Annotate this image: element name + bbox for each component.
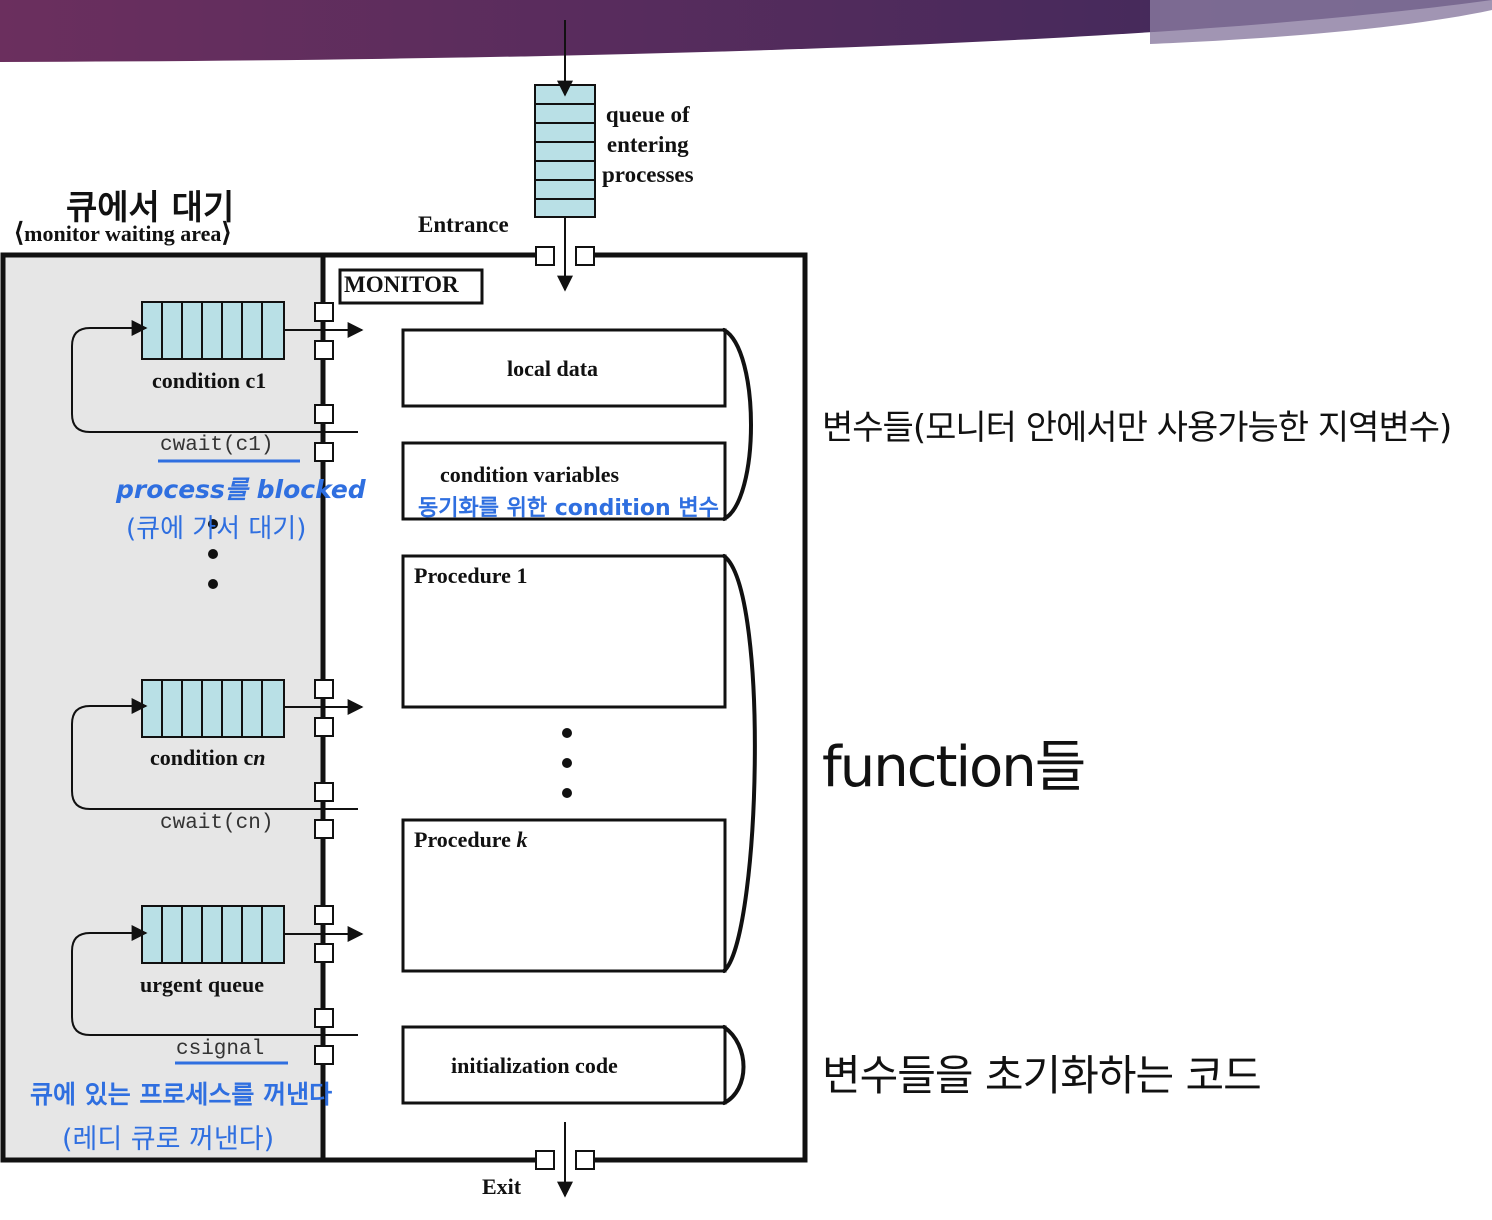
brace-functions (722, 554, 757, 973)
brace-variables (722, 328, 753, 521)
note-functions: function들 (822, 735, 1086, 800)
urgent-queue-icon (141, 905, 285, 964)
procedure-k-box (401, 818, 727, 973)
local-data-label: local data (507, 356, 599, 381)
exit-label: Exit (482, 1174, 522, 1199)
condition-c1-queue-icon (141, 301, 285, 360)
cwait-note-wait: (큐에 가서 대기) (126, 514, 307, 544)
condition-cn-queue-icon (141, 679, 285, 738)
csignal-label: csignal (176, 1038, 265, 1061)
header-banner (0, 0, 1492, 62)
procedure-1-box (401, 554, 727, 709)
condition-c1-label: condition c1 (152, 368, 267, 393)
csignal-note-2: (레디 큐로 꺼낸다) (62, 1124, 275, 1155)
condition-variables-box (401, 441, 727, 521)
monitor-label-box (338, 268, 484, 305)
condition-variable-note: 동기화를 위한 condition 변수 (418, 496, 719, 521)
urgent-queue-label: urgent queue (140, 972, 265, 997)
brace-init (722, 1025, 746, 1105)
cwait-cn-label: cwait(cn) (160, 812, 274, 835)
waiting-area-label: ⟨monitor waiting area⟩ (14, 218, 232, 247)
init-code-label: initialization code (451, 1053, 618, 1078)
waiting-area-korean-title: 큐에서 대기 (66, 188, 235, 228)
init-code-box (401, 1025, 727, 1105)
condition-variables-label: condition variables (440, 462, 620, 487)
cwait-c1-label: cwait(c1) (160, 434, 274, 457)
condition-cn-label: condition cn (150, 745, 266, 770)
local-data-box (401, 328, 727, 408)
entry-queue-icon (534, 84, 596, 218)
entry-queue-label: queue of entering processes (602, 102, 694, 187)
procedure-1-label: Procedure 1 (414, 563, 528, 588)
note-variables: 변수들(모니터 안에서만 사용가능한 지역변수) (822, 408, 1452, 448)
note-init: 변수들을 초기화하는 코드 (822, 1051, 1262, 1100)
monitor-label: MONITOR (344, 272, 459, 297)
entrance-label: Entrance (418, 212, 509, 237)
csignal-note-1: 큐에 있는 프로세스를 꺼낸다 (30, 1080, 333, 1109)
cwait-note-blocked: process를 blocked (116, 475, 366, 504)
procedure-k-label: Procedure k (414, 827, 528, 852)
